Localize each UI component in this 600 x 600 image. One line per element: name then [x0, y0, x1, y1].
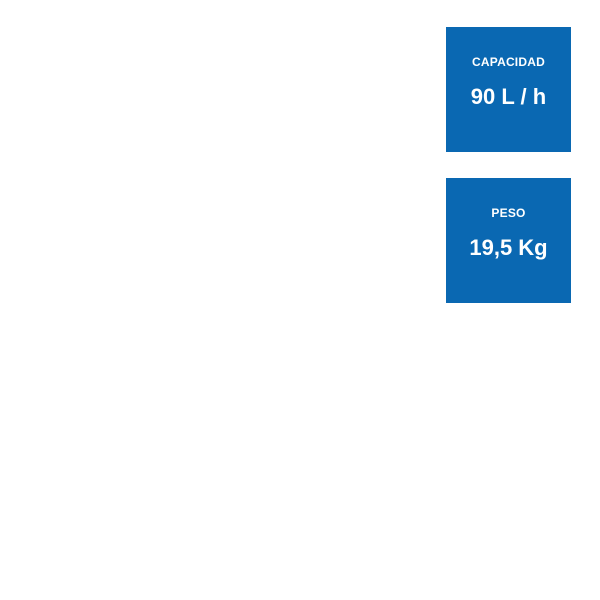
- weight-value: 19,5 Kg: [469, 235, 548, 260]
- capacity-label: CAPACIDAD: [472, 55, 545, 69]
- capacity-value: 90 L / h: [470, 84, 547, 109]
- weight-spec-card: PESO 19,5 Kg: [446, 178, 571, 303]
- capacity-spec-card: CAPACIDAD 90 L / h: [446, 27, 571, 152]
- weight-label: PESO: [491, 206, 526, 220]
